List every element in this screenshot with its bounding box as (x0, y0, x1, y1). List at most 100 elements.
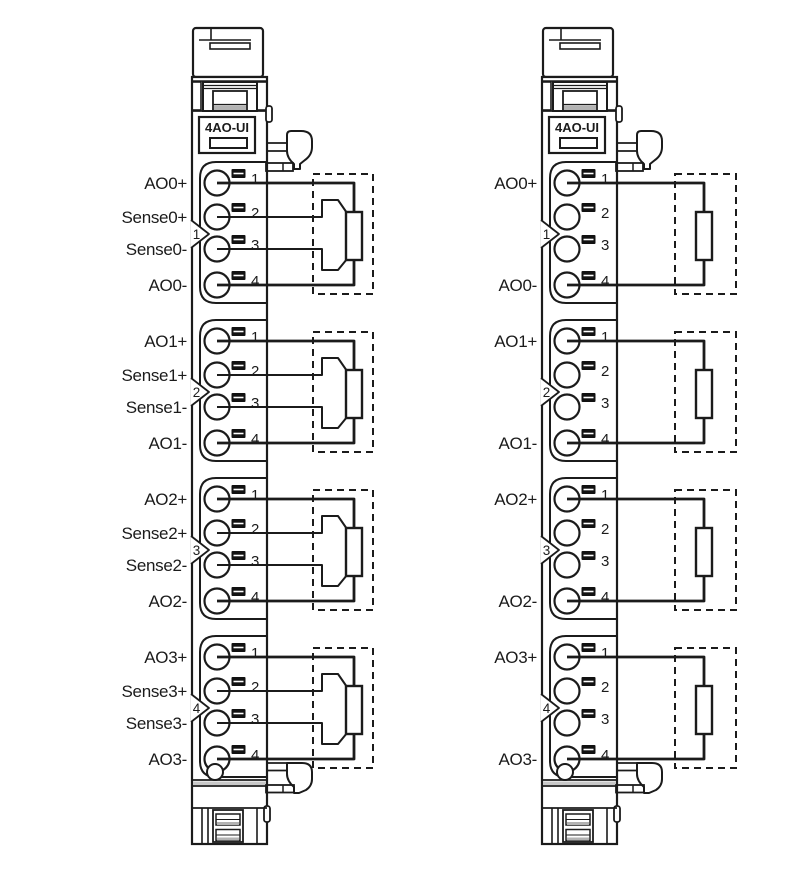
lock-gray-bar (564, 105, 596, 110)
load-resistor (694, 368, 714, 420)
terminal-circle (553, 235, 581, 263)
group-marker (190, 535, 210, 565)
terminal-number: 4 (251, 747, 259, 764)
load-resistor (694, 526, 714, 578)
terminal-label: AO2- (499, 592, 537, 611)
terminal-label: AO3- (149, 750, 187, 769)
load-resistor (344, 684, 364, 736)
top-latch-detail (209, 42, 251, 50)
terminal-label: AO0- (149, 276, 187, 295)
terminal-circle (553, 361, 581, 389)
bottom-latch-gray (217, 837, 239, 841)
release-hook-icon (286, 762, 313, 794)
terminal-number: 3 (601, 395, 609, 412)
terminal-number: 1 (251, 487, 259, 504)
group-marker (541, 536, 559, 564)
load-dashed-box (312, 173, 374, 295)
terminal-number: 3 (251, 237, 259, 254)
terminal-label: AO2- (149, 592, 187, 611)
nameplate (547, 115, 607, 155)
terminal-number: 2 (251, 363, 259, 380)
wire-sense-plus (217, 515, 348, 534)
terminal-number: 2 (601, 521, 609, 538)
wire-sense-minus (217, 722, 348, 745)
terminal-number: 2 (601, 363, 609, 380)
load-resistor (694, 684, 714, 736)
terminal-number: 2 (601, 679, 609, 696)
top-latch (541, 26, 615, 79)
terminal-label: AO3+ (144, 648, 187, 667)
release-hook-icon (265, 784, 295, 794)
terminal-number: 4 (601, 273, 609, 290)
bottom-latch-gray (567, 837, 589, 841)
terminal-circle (553, 709, 581, 737)
bus-contact (265, 105, 273, 123)
mounting-hole (206, 763, 224, 781)
load-resistor (344, 368, 364, 420)
terminal-number: 1 (601, 645, 609, 662)
group-marker (190, 377, 210, 407)
load-dashed-box (674, 647, 737, 769)
load-dashed-box (674, 173, 737, 295)
terminal-label: AO0- (499, 276, 537, 295)
load-dashed-box (312, 331, 374, 453)
group-marker (191, 220, 209, 248)
bottom-gray-band (193, 781, 266, 785)
terminal-number: 4 (251, 589, 259, 606)
module-label: 4AO-UI (555, 120, 599, 135)
load-dashed-box (312, 489, 374, 611)
bottom-latch (562, 809, 594, 843)
group-marker-number: 1 (193, 227, 201, 242)
terminal-label: AO3- (499, 750, 537, 769)
terminal-label: Sense0+ (122, 208, 188, 227)
terminal-circle (553, 519, 581, 547)
terminal-number: 1 (251, 645, 259, 662)
nameplate-window (209, 137, 248, 149)
load-dashed-box (312, 647, 374, 769)
release-hook-icon (615, 162, 644, 172)
terminal-number: 3 (251, 711, 259, 728)
group-marker (541, 694, 559, 722)
group-marker (540, 693, 560, 723)
terminal-label: Sense3+ (122, 682, 188, 701)
lock-gray-bar (214, 105, 246, 110)
group-marker-number: 3 (193, 543, 201, 558)
terminal-label: AO0+ (144, 174, 187, 193)
terminal-circle (553, 677, 581, 705)
terminal-label: AO1+ (494, 332, 537, 351)
terminal-number: 4 (251, 431, 259, 448)
terminal-number: 2 (601, 205, 609, 222)
terminal-number: 1 (601, 171, 609, 188)
terminal-number: 1 (601, 329, 609, 346)
group-marker (540, 377, 560, 407)
terminal-number: 3 (251, 395, 259, 412)
group-marker (191, 694, 209, 722)
nameplate (197, 115, 257, 155)
terminal-number: 4 (601, 589, 609, 606)
group-marker-number: 4 (193, 701, 201, 716)
group-marker-number: 2 (543, 385, 551, 400)
terminal-number: 1 (251, 329, 259, 346)
bottom-latch (212, 809, 244, 843)
terminal-number: 3 (601, 553, 609, 570)
bottom-gray-band (543, 781, 616, 785)
group-marker (191, 378, 209, 406)
load-dashed-box (674, 489, 737, 611)
lock-left-tab (541, 81, 552, 111)
wire-sense-plus (217, 357, 348, 376)
bus-contact (613, 805, 621, 823)
terminal-number: 4 (251, 273, 259, 290)
release-hook-icon (615, 784, 645, 794)
terminal-number: 4 (601, 431, 609, 448)
terminal-label: AO3+ (494, 648, 537, 667)
bus-contact (615, 105, 623, 123)
terminal-circle (553, 551, 581, 579)
group-marker (191, 536, 209, 564)
group-marker (190, 219, 210, 249)
terminal-label: AO0+ (494, 174, 537, 193)
terminal-number: 4 (601, 747, 609, 764)
mounting-hole (556, 763, 574, 781)
group-marker (540, 535, 560, 565)
